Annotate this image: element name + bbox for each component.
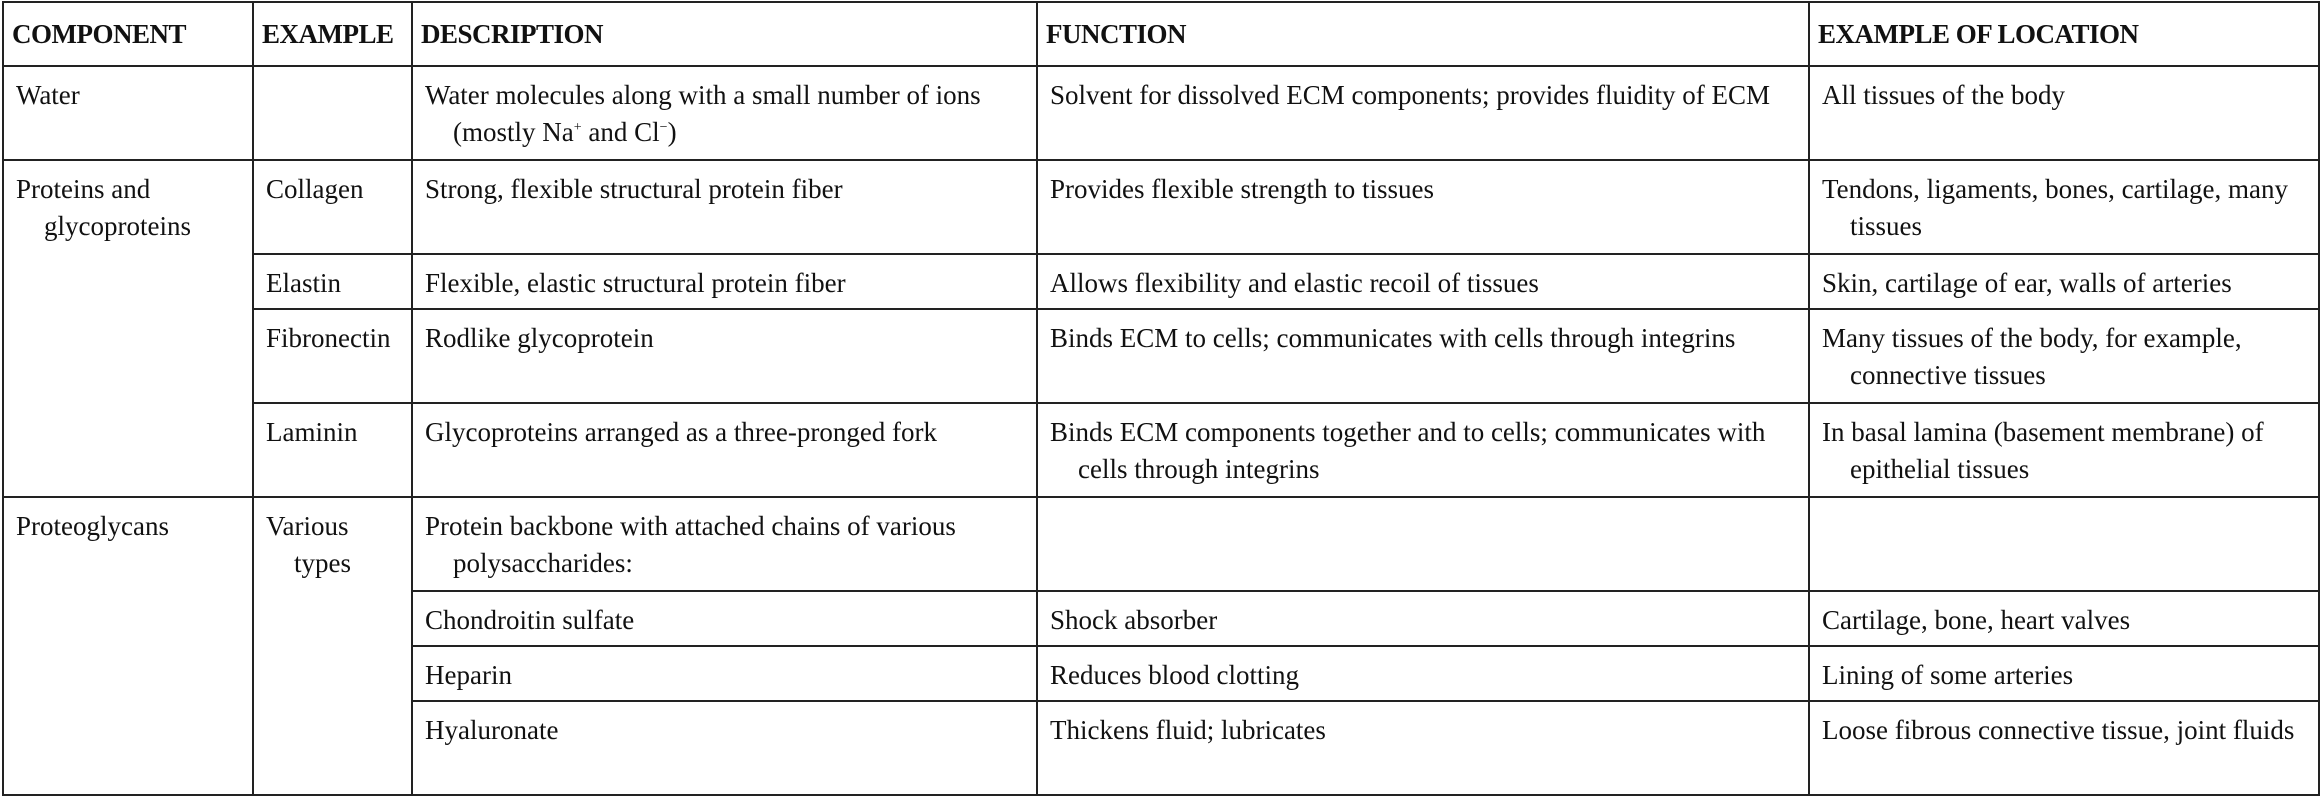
component-cell: Water bbox=[2, 65, 254, 161]
header-component: COMPONENT bbox=[2, 1, 254, 67]
location-cell: Tendons, ligaments, bones, cartilage, ma… bbox=[1808, 159, 2320, 255]
function-cell: Binds ECM components together and to cel… bbox=[1036, 402, 1810, 498]
component-cell: Proteoglycans bbox=[2, 496, 254, 796]
description-text-3: ) bbox=[667, 117, 677, 147]
header-description: DESCRIPTION bbox=[411, 1, 1038, 67]
table-row-fibronectin: Fibronectin Rodlike glycoprotein Binds E… bbox=[3, 308, 2320, 404]
location-cell: Lining of some arteries bbox=[1808, 645, 2320, 702]
function-cell: Binds ECM to cells; communicates with ce… bbox=[1036, 308, 1810, 404]
description-cell: Flexible, elastic structural protein fib… bbox=[411, 253, 1038, 310]
function-cell: Provides flexible strength to tissues bbox=[1036, 159, 1810, 255]
description-text: Water molecules along with a small numbe… bbox=[425, 80, 981, 147]
table-row-laminin: Laminin Glycoproteins arranged as a thre… bbox=[3, 402, 2320, 498]
component-cell: Proteins and glycoproteins bbox=[2, 159, 254, 498]
description-cell: Heparin bbox=[411, 645, 1038, 702]
table-header-row: COMPONENT EXAMPLE DESCRIPTION FUNCTION E… bbox=[2, 1, 2320, 67]
header-example: EXAMPLE bbox=[252, 1, 413, 67]
example-cell bbox=[252, 65, 413, 161]
table-row-water: Water Water molecules along with a small… bbox=[2, 65, 2320, 161]
plus-superscript: + bbox=[573, 120, 582, 135]
location-cell: Skin, cartilage of ear, walls of arterie… bbox=[1808, 253, 2320, 310]
location-cell: In basal lamina (basement membrane) of e… bbox=[1808, 402, 2320, 498]
location-cell bbox=[1808, 496, 2320, 592]
function-cell: Thickens fluid; lubricates bbox=[1036, 700, 1810, 796]
example-cell: Elastin bbox=[252, 253, 413, 310]
table-row-elastin: Elastin Flexible, elastic structural pro… bbox=[3, 253, 2320, 310]
function-cell: Solvent for dissolved ECM components; pr… bbox=[1036, 65, 1810, 161]
description-text-2: and Cl bbox=[581, 117, 660, 147]
minus-superscript: − bbox=[659, 120, 668, 135]
table-row-collagen: Proteins and glycoproteins Collagen Stro… bbox=[2, 159, 2320, 498]
description-cell: Glycoproteins arranged as a three-pronge… bbox=[411, 402, 1038, 498]
description-cell: Rodlike glycoprotein bbox=[411, 308, 1038, 404]
description-cell: Strong, flexible structural protein fibe… bbox=[411, 159, 1038, 255]
example-cell: Laminin bbox=[252, 402, 413, 498]
header-function: FUNCTION bbox=[1036, 1, 1810, 67]
example-cell: Fibronectin bbox=[252, 308, 413, 404]
function-cell: Shock absorber bbox=[1036, 590, 1810, 647]
location-cell: Loose fibrous connective tissue, joint f… bbox=[1808, 700, 2320, 796]
location-cell: All tissues of the body bbox=[1808, 65, 2320, 161]
description-cell: Protein backbone with attached chains of… bbox=[411, 496, 1038, 592]
table-row-hyaluronate: Hyaluronate Thickens fluid; lubricates L… bbox=[3, 700, 2320, 796]
example-cell: Various types bbox=[252, 496, 413, 796]
function-cell bbox=[1036, 496, 1810, 592]
location-cell: Many tissues of the body, for example, c… bbox=[1808, 308, 2320, 404]
table-row-chondroitin: Chondroitin sulfate Shock absorber Carti… bbox=[3, 590, 2320, 647]
function-cell: Allows flexibility and elastic recoil of… bbox=[1036, 253, 1810, 310]
description-cell: Chondroitin sulfate bbox=[411, 590, 1038, 647]
example-cell: Collagen bbox=[252, 159, 413, 255]
header-location: EXAMPLE OF LOCATION bbox=[1808, 1, 2320, 67]
function-cell: Reduces blood clotting bbox=[1036, 645, 1810, 702]
location-cell: Cartilage, bone, heart valves bbox=[1808, 590, 2320, 647]
description-cell: Water molecules along with a small numbe… bbox=[411, 65, 1038, 161]
description-cell: Hyaluronate bbox=[411, 700, 1038, 796]
table-row-heparin: Heparin Reduces blood clotting Lining of… bbox=[3, 645, 2320, 702]
table-row-proteoglycans: Proteoglycans Various types Protein back… bbox=[2, 496, 2320, 796]
